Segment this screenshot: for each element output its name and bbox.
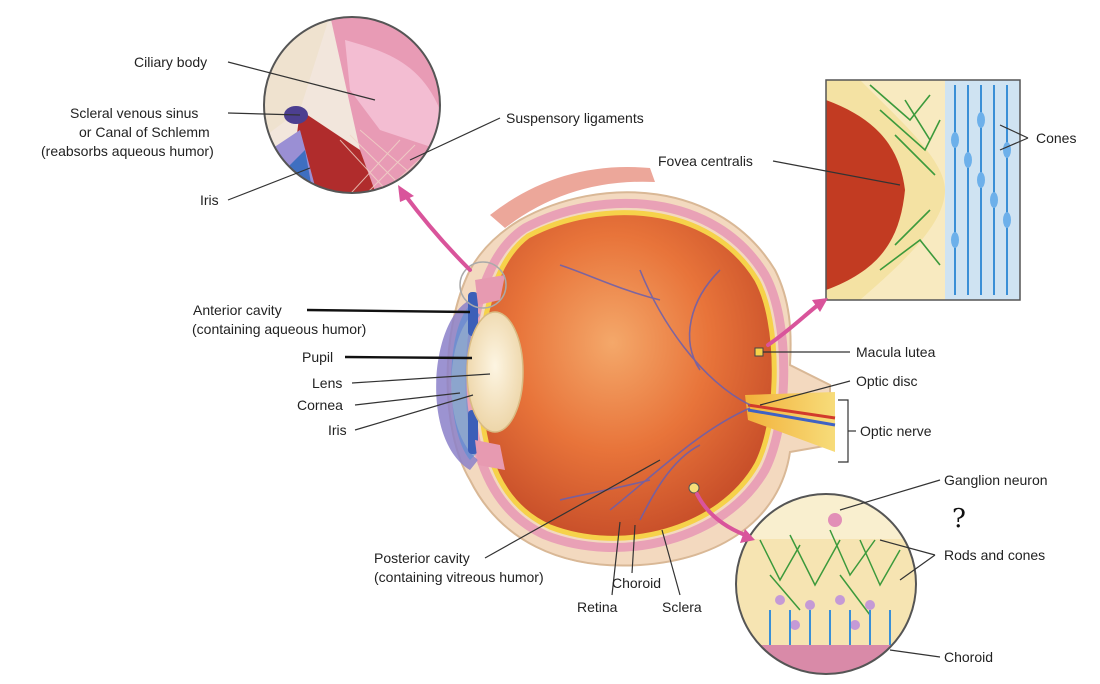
ciliary-body-lower xyxy=(475,440,505,470)
label-choroid: Choroid xyxy=(612,575,661,591)
label-fovea-centralis: Fovea centralis xyxy=(658,153,753,169)
label-reabsorbs-aqueous: (reabsorbs aqueous humor) xyxy=(41,143,214,159)
label-cones: Cones xyxy=(1036,130,1076,146)
label-scleral-venous-sinus: Scleral venous sinus xyxy=(70,105,198,121)
label-optic-disc: Optic disc xyxy=(856,373,917,389)
zoom-arrow-fovea xyxy=(766,303,820,347)
cornea xyxy=(436,300,478,470)
extrinsic-muscle-top xyxy=(490,166,655,228)
retina-zoom-marker xyxy=(688,482,700,494)
macula-marker xyxy=(754,347,764,357)
optic-nerve-vessel-blue xyxy=(747,408,836,427)
ciliary-zoom-ring xyxy=(459,261,507,309)
label-iris: Iris xyxy=(328,422,347,438)
zoom-arrow-retina xyxy=(695,492,747,537)
label-anterior-cavity: Anterior cavity xyxy=(193,302,282,318)
zoom-arrow-ciliary xyxy=(403,193,472,272)
retina-layer xyxy=(477,210,777,541)
label-choroid-inset: Choroid xyxy=(944,649,993,665)
label-macula-lutea: Macula lutea xyxy=(856,344,936,360)
fovea-inset xyxy=(825,79,1021,301)
label-canal-of-schlemm: or Canal of Schlemm xyxy=(79,124,210,140)
label-ganglion-neuron: Ganglion neuron xyxy=(944,472,1048,488)
label-cornea: Cornea xyxy=(297,397,343,413)
label-lens: Lens xyxy=(312,375,342,391)
label-sclera: Sclera xyxy=(662,599,702,615)
label-posterior-cavity: Posterior cavity xyxy=(374,550,470,566)
label-suspensory-ligaments: Suspensory ligaments xyxy=(506,110,644,126)
ciliary-body-main xyxy=(475,275,505,305)
retina-layers-inset xyxy=(735,493,917,675)
zoom-arrowheads xyxy=(398,185,828,543)
label-rods-and-cones: Rods and cones xyxy=(944,547,1045,563)
label-pupil: Pupil xyxy=(302,349,333,365)
zoom-arrows xyxy=(403,193,820,537)
eyeball xyxy=(436,166,836,567)
label-retina: Retina xyxy=(577,599,618,615)
label-ciliary-body: Ciliary body xyxy=(134,54,207,70)
label-optic-nerve: Optic nerve xyxy=(860,423,932,439)
label-iris-inset: Iris xyxy=(200,192,219,208)
retinal-vessels xyxy=(559,264,751,521)
ciliary-inset xyxy=(263,16,441,194)
optic-nerve-vessel-red xyxy=(747,403,836,420)
label-question-mark: ? xyxy=(952,504,966,534)
iris-upper xyxy=(468,292,478,336)
lens xyxy=(466,311,524,433)
label-posterior-contents: (containing vitreous humor) xyxy=(374,569,544,585)
leader-lines xyxy=(227,61,1029,658)
label-anterior-contents: (containing aqueous humor) xyxy=(192,321,366,337)
anterior-chamber xyxy=(451,305,480,460)
